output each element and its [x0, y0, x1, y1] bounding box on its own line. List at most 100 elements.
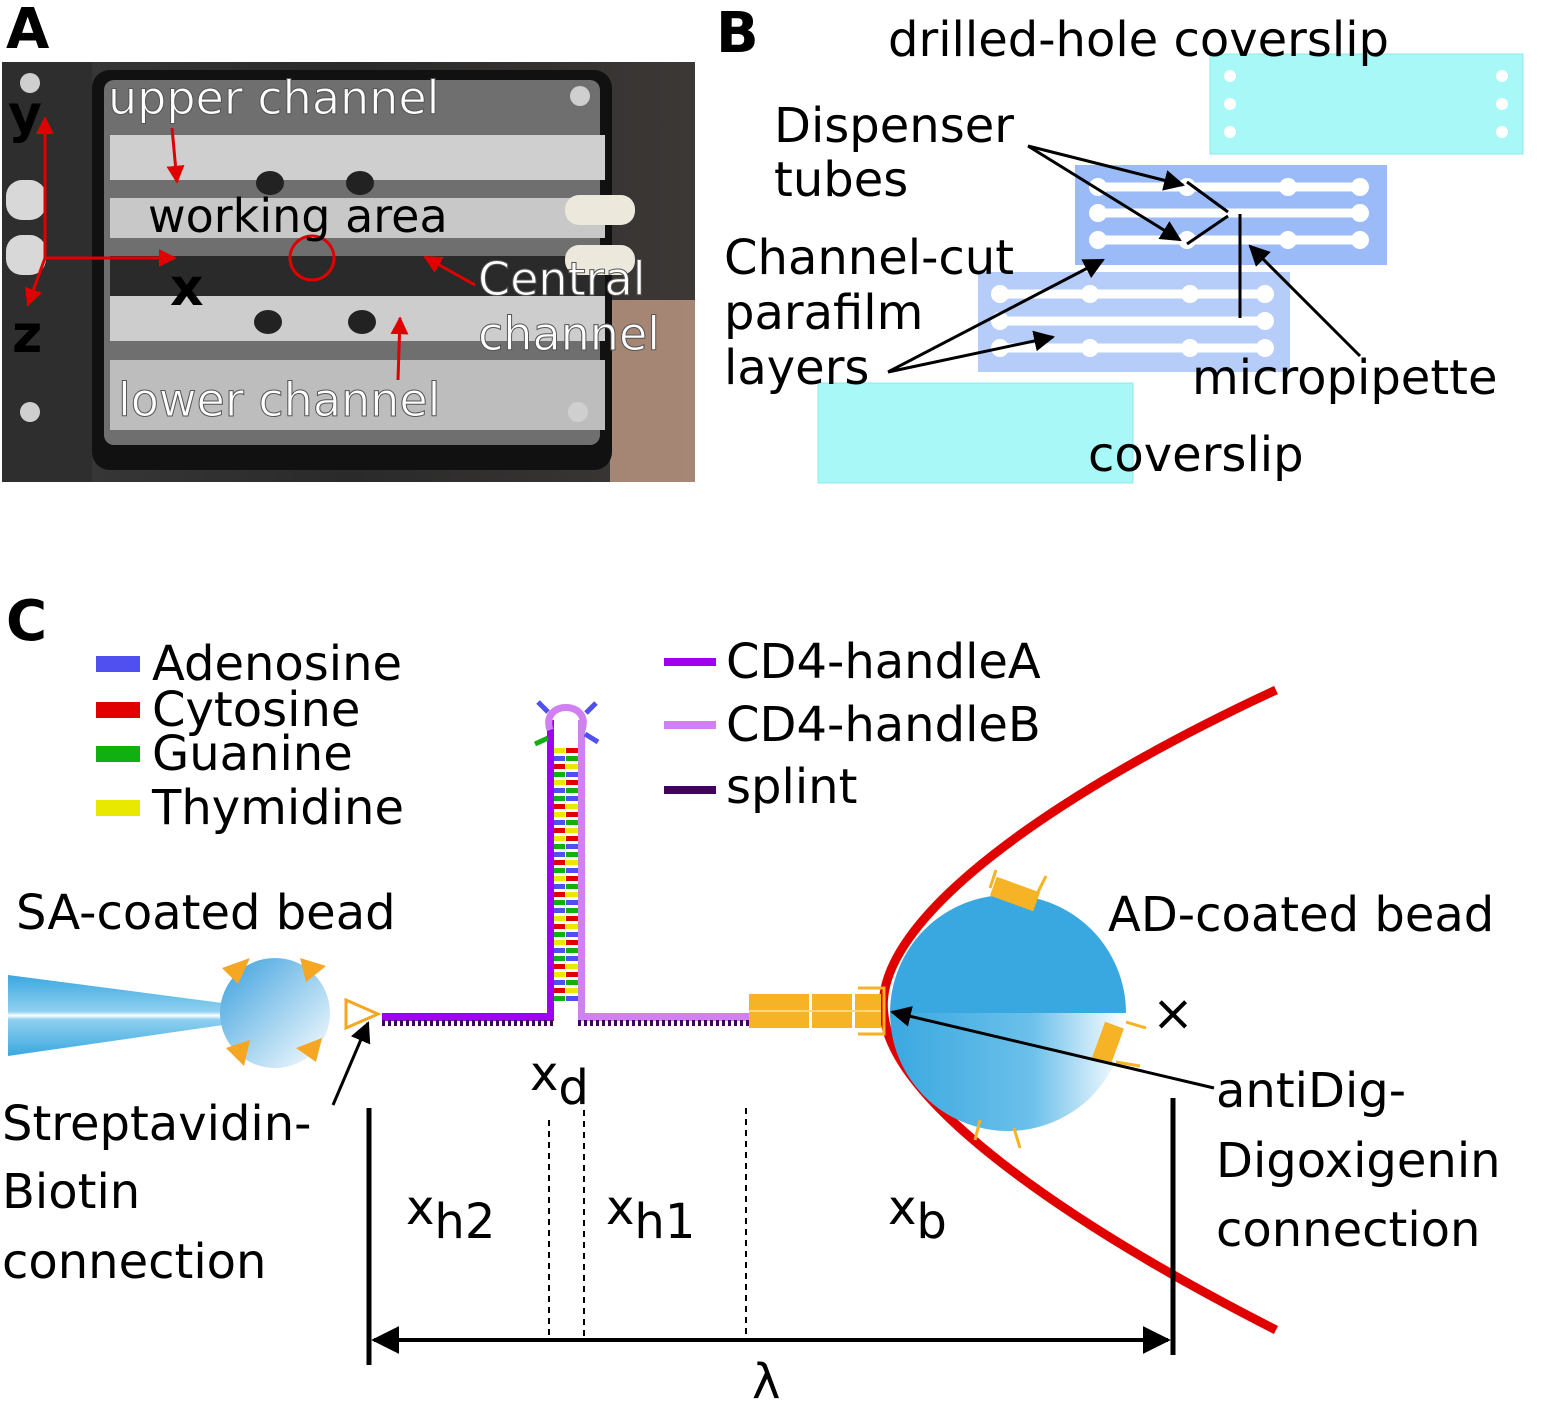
streptavidin-label-2: Biotin: [2, 1164, 140, 1220]
screw: [568, 402, 588, 422]
base-pair-left: [554, 876, 565, 881]
hairpin-base-pairs: [554, 748, 578, 1001]
sa-coated-bead-shape: [220, 958, 330, 1068]
base-pair-right: [566, 916, 578, 921]
panel-b: B drilled-hole coverslip Dispenser tubes…: [716, 1, 1524, 484]
legend-swatch-guanine: [96, 746, 140, 762]
streptavidin-arrow: [331, 1021, 371, 1106]
handle-b-strand: [382, 1013, 554, 1021]
ad-coated-bead-lower: [890, 1013, 1126, 1131]
dispenser-tubes-shape: [1186, 180, 1229, 246]
parafilm-lower-holes: [991, 285, 1274, 357]
drill-hole: [1496, 98, 1508, 110]
base-pair-left: [554, 788, 565, 793]
drill-hole: [1224, 126, 1236, 138]
drill-hole: [1224, 70, 1236, 82]
base-pair-left: [554, 764, 565, 769]
screw: [570, 86, 590, 106]
base-pair-left: [554, 884, 565, 889]
ad-coated-bead-upper: [890, 895, 1126, 1013]
base-pair-left: [554, 772, 565, 777]
tubing-connector: [6, 180, 46, 220]
dispenser-arrow-2: [1027, 144, 1182, 242]
base-pair-right: [566, 940, 578, 945]
hairpin-loop: [545, 704, 587, 732]
legend-bases: Adenosine Cytosine Guanine Thymidine: [96, 636, 404, 836]
sa-bead-label: SA-coated bead: [16, 885, 396, 941]
tubing-connector: [565, 245, 635, 275]
channel-hole: [348, 310, 376, 334]
base-pair-right: [566, 988, 578, 993]
micropipette-label: micropipette: [1192, 350, 1498, 406]
panel-b-letter: B: [716, 1, 759, 66]
base-pair-left: [554, 812, 565, 817]
drill-hole: [1496, 126, 1508, 138]
tubing-connector: [6, 235, 46, 275]
legend-label-adenosine: Adenosine: [152, 636, 402, 692]
base-pair-left: [554, 804, 565, 809]
base-pair-left: [554, 844, 565, 849]
lower-channel-label: lower channel: [118, 373, 440, 427]
working-area-strip: [110, 198, 605, 238]
base-pair-left: [554, 796, 565, 801]
legend-label-cytosine: Cytosine: [152, 682, 360, 738]
legend-label-handleb: CD4-handleB: [726, 697, 1041, 753]
base-pair-right: [566, 996, 578, 1001]
parafilm-arrow-2: [887, 330, 1056, 374]
screw: [20, 73, 40, 93]
base-pair-right: [566, 764, 578, 769]
legend-swatch-cytosine: [96, 702, 140, 718]
dispenser-label-1: Dispenser: [774, 98, 1014, 154]
xh1-label: xh1: [606, 1180, 695, 1250]
lambda-label: λ: [752, 1354, 780, 1410]
antidig-label-1: antiDig-: [1216, 1063, 1406, 1119]
hairpin-right-strand: [578, 720, 585, 1020]
base-pair-left: [554, 908, 565, 913]
panel-c-letter: C: [6, 589, 47, 654]
parafilm-label-1: Channel-cut: [724, 230, 1014, 286]
parafilm-label-3: layers: [724, 340, 869, 396]
base-pair-right: [566, 788, 578, 793]
hairpin-left-strand: [547, 720, 554, 1020]
base-pair-left: [554, 988, 565, 993]
base-pair-left: [554, 980, 565, 985]
base-pair-left: [554, 932, 565, 937]
axis-y-label: y: [8, 85, 42, 145]
axis-x-label: x: [170, 258, 204, 318]
panel-c: C Adenosine Cytosine Guanine Thymidine C…: [2, 589, 1501, 1410]
base-pair-left: [554, 956, 565, 961]
antidig-label-2: Digoxigenin: [1216, 1133, 1501, 1189]
working-area-marker: [288, 234, 336, 282]
base-pair-left: [554, 836, 565, 841]
legend-swatch-thymidine: [96, 800, 140, 816]
panel-a-letter: A: [6, 0, 50, 62]
parafilm-arrow-1: [887, 258, 1105, 374]
lower-channel-arrow: [390, 316, 409, 381]
base-pair-right: [566, 796, 578, 801]
micropipette-tip: [8, 975, 230, 1056]
drill-hole: [1496, 70, 1508, 82]
base-pair-left: [554, 868, 565, 873]
base-pair-left: [554, 820, 565, 825]
loop-base: [584, 701, 598, 715]
working-area-label: working area: [148, 189, 448, 243]
base-pair-left: [554, 756, 565, 761]
axis-z-arrow: [25, 257, 47, 307]
base-pair-right: [566, 908, 578, 913]
base-pair-right: [566, 964, 578, 969]
upper-channel-label: upper channel: [108, 71, 439, 125]
antidig-bracket: [858, 986, 886, 1036]
dispenser-label-2: tubes: [774, 152, 908, 208]
base-pair-left: [554, 852, 565, 857]
base-pair-left: [554, 972, 565, 977]
legend-swatch-adenosine: [96, 656, 140, 672]
bottom-strip: [110, 360, 605, 430]
base-pair-right: [566, 804, 578, 809]
central-channel-label-1: Central: [478, 252, 646, 306]
base-pair-left: [554, 900, 565, 905]
photo-right-finger: [610, 300, 695, 482]
base-pair-left: [554, 860, 565, 865]
xd-label: xd: [530, 1046, 589, 1116]
coverslip-shape: [817, 382, 1134, 484]
